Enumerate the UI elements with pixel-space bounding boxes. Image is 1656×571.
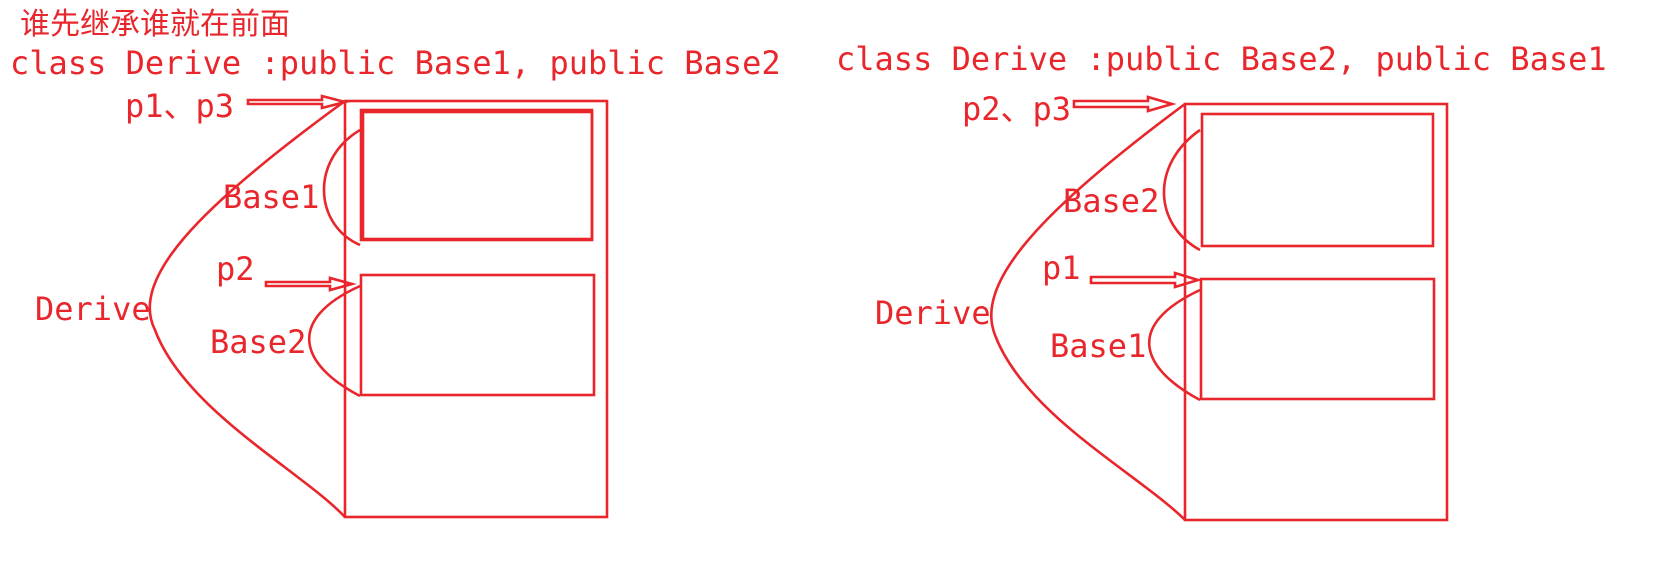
right-derive-object-box — [1183, 102, 1449, 522]
layout-right: class Derive :public Base2, public Base1… — [836, 40, 1607, 522]
left-pointer-top-label: p1、p3 — [125, 87, 234, 125]
layout-left: class Derive :public Base1, public Base2… — [10, 44, 781, 519]
right-first-base-label: Base2 — [1063, 182, 1159, 220]
left-derive-brace — [148, 99, 346, 518]
left-code-declaration: class Derive :public Base1, public Base2 — [10, 44, 781, 82]
right-second-base-label: Base1 — [1050, 327, 1146, 365]
right-pointer-mid-arrow — [1089, 271, 1203, 289]
right-code-declaration: class Derive :public Base2, public Base1 — [836, 40, 1607, 78]
left-second-base-box — [359, 273, 596, 397]
right-second-base-brace — [1147, 288, 1201, 402]
right-pointer-top-arrow — [1072, 95, 1177, 113]
left-first-base-box — [359, 108, 594, 242]
left-pointer-top-arrow — [246, 94, 351, 110]
left-first-base-brace — [322, 128, 361, 247]
right-derive-label: Derive — [875, 294, 991, 332]
left-second-base-label: Base2 — [210, 323, 306, 361]
right-first-base-brace — [1162, 128, 1201, 252]
left-derive-object-box — [343, 99, 609, 519]
right-derive-brace — [990, 102, 1186, 521]
left-pointer-mid-arrow — [264, 276, 357, 292]
right-second-base-box — [1199, 277, 1436, 401]
left-second-base-brace — [307, 284, 361, 398]
left-derive-label: Derive — [35, 290, 151, 328]
left-pointer-mid-label: p2 — [216, 250, 255, 288]
right-pointer-top-label: p2、p3 — [962, 90, 1071, 128]
right-first-base-box — [1200, 112, 1435, 248]
page-title: 谁先继承谁就在前面 — [20, 7, 290, 42]
right-pointer-mid-label: p1 — [1042, 249, 1081, 287]
